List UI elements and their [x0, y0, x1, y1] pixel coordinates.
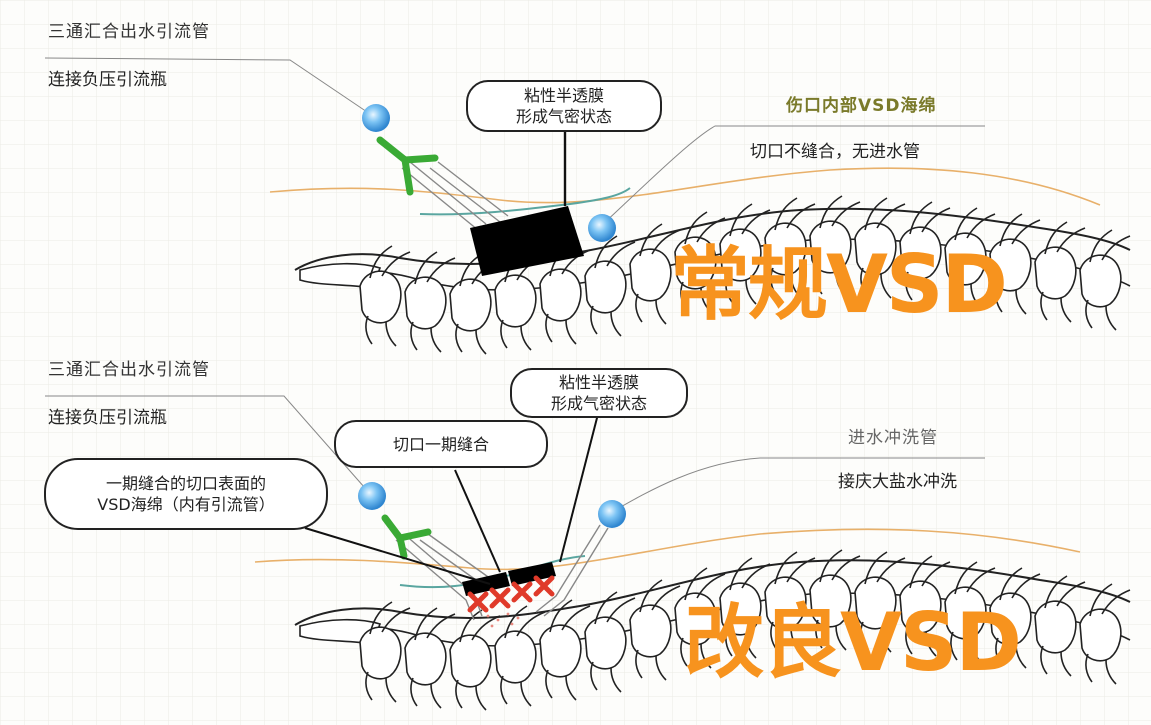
top-sponge-sub: 切口不缝合，无进水管: [750, 142, 920, 162]
bottom-film-callout: 粘性半透膜 形成气密状态: [510, 368, 688, 418]
top-sponge-header: 伤口内部VSD海绵: [786, 96, 937, 116]
top-tubes: [376, 136, 509, 231]
bottom-suture-callout: 切口一期缝合: [334, 420, 548, 468]
bottom-spine: [294, 549, 1131, 711]
top-spine: [294, 195, 1131, 355]
bottom-sponge: [462, 562, 556, 596]
top-pointers: [44, 57, 985, 226]
top-tube-header: 三通汇合出水引流管: [48, 22, 210, 42]
bottom-inflow-ball: [598, 500, 626, 528]
top-tube-sub: 连接负压引流瓶: [48, 70, 167, 90]
bottom-tube-header: 三通汇合出水引流管: [48, 360, 210, 380]
bottom-tubes: [381, 514, 609, 621]
bottom-suture-text: 切口一期缝合: [392, 434, 489, 454]
bottom-film-line2: 形成气密状态: [550, 394, 647, 413]
bottom-sponge-callout: 一期缝合的切口表面的 VSD海绵（内有引流管）: [44, 458, 328, 530]
bottom-film-line1: 粘性半透膜: [558, 373, 639, 392]
top-film-callout: 粘性半透膜 形成气密状态: [466, 80, 662, 132]
bottom-tube-sub: 连接负压引流瓶: [48, 408, 167, 428]
top-film: [419, 187, 631, 216]
top-film-line1: 粘性半透膜: [523, 86, 604, 105]
bottom-tube-ball: [358, 482, 386, 510]
bottom-sutures: [467, 575, 555, 628]
top-tube-ball: [362, 104, 390, 132]
bottom-inflow-sub: 接庆大盐水冲洗: [838, 472, 957, 492]
bottom-sponge-line2: VSD海绵（内有引流管）: [97, 495, 275, 514]
bottom-inflow-header: 进水冲洗管: [848, 428, 938, 448]
top-big-label: 常规VSD: [670, 238, 1008, 331]
bottom-sponge-line1: 一期缝合的切口表面的: [105, 474, 266, 493]
top-skin-line: [269, 167, 1101, 206]
top-sponge: [470, 206, 584, 276]
bottom-pointers: [45, 395, 985, 585]
top-sponge-ball: [588, 214, 616, 242]
bottom-skin-line: [254, 528, 1081, 571]
bottom-big-label: 改良VSD: [684, 596, 1022, 689]
top-film-line2: 形成气密状态: [515, 107, 612, 126]
